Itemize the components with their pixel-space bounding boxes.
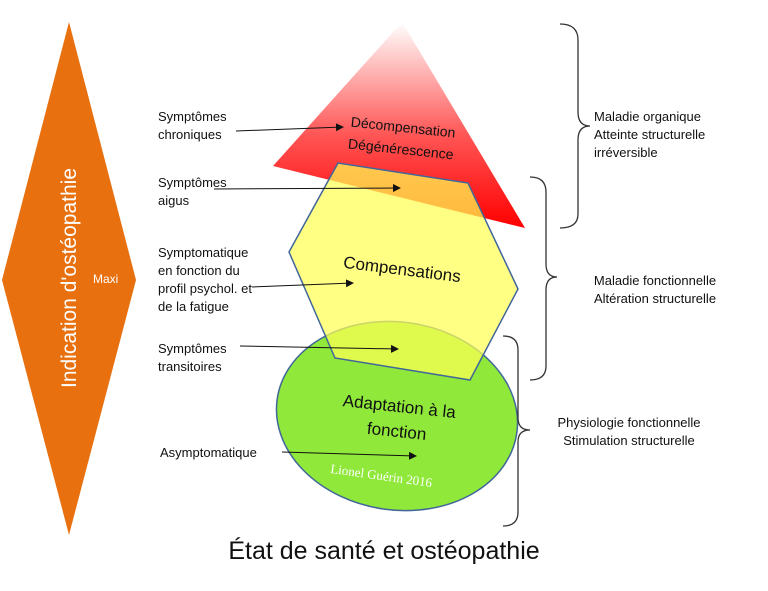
symptomatique-line-4: de la fatigue xyxy=(158,299,229,314)
transitoires-line-1: Symptômes xyxy=(158,341,227,356)
arrow-symptomatique xyxy=(251,279,354,288)
label-fonctionnelle: Maladie fonctionnelle Altération structu… xyxy=(560,272,750,308)
label-aigus: Symptômes aigus xyxy=(158,174,227,210)
organique-line-3: irréversible xyxy=(594,145,658,160)
chroniques-line-2: chroniques xyxy=(158,127,222,142)
symptomatique-line-2: en fonction du xyxy=(158,263,240,278)
label-asymptomatique: Asymptomatique xyxy=(160,445,257,460)
label-chroniques: Symptômes chroniques xyxy=(158,108,227,144)
compensation-hexagon xyxy=(288,162,519,381)
arrow-transitoires xyxy=(239,344,399,353)
diagram-caption: État de santé et ostéopathie xyxy=(228,537,540,565)
transitoires-line-2: transitoires xyxy=(158,359,222,374)
physiologie-line-1: Physiologie fonctionnelle xyxy=(557,415,701,430)
symptomatique-line-3: profil psychol. et xyxy=(158,281,252,296)
arrow-asymptomatique xyxy=(281,451,417,460)
organique-line-1: Maladie organique xyxy=(594,109,701,124)
fonctionnelle-line-2: Altération structurelle xyxy=(593,291,717,306)
arrow-chroniques xyxy=(235,123,344,132)
brace-physiologie xyxy=(502,335,531,527)
indication-level: Maxi xyxy=(93,272,119,286)
brace-organique xyxy=(559,23,591,229)
arrow-aigus xyxy=(213,184,401,193)
aigus-line-1: Symptômes xyxy=(158,175,227,190)
organique-line-2: Atteinte structurelle xyxy=(594,127,706,142)
symptomatique-line-1: Symptomatique xyxy=(158,245,249,260)
label-symptomatique: Symptomatique en fonction du profil psyc… xyxy=(158,244,252,316)
indication-diamond xyxy=(2,22,136,535)
fonctionnelle-line-1: Maladie fonctionnelle xyxy=(593,273,717,288)
label-organique: Maladie organique Atteinte structurelle … xyxy=(594,108,744,162)
label-physiologie: Physiologie fonctionnelle Stimulation st… xyxy=(534,414,724,450)
label-transitoires: Symptômes transitoires xyxy=(158,340,227,376)
physiologie-line-2: Stimulation structurelle xyxy=(563,433,695,448)
chroniques-line-1: Symptômes xyxy=(158,109,227,124)
brace-fonctionnelle xyxy=(529,176,558,381)
indication-label: Indication d'ostéopathie xyxy=(58,167,81,389)
aigus-line-2: aigus xyxy=(158,193,190,208)
